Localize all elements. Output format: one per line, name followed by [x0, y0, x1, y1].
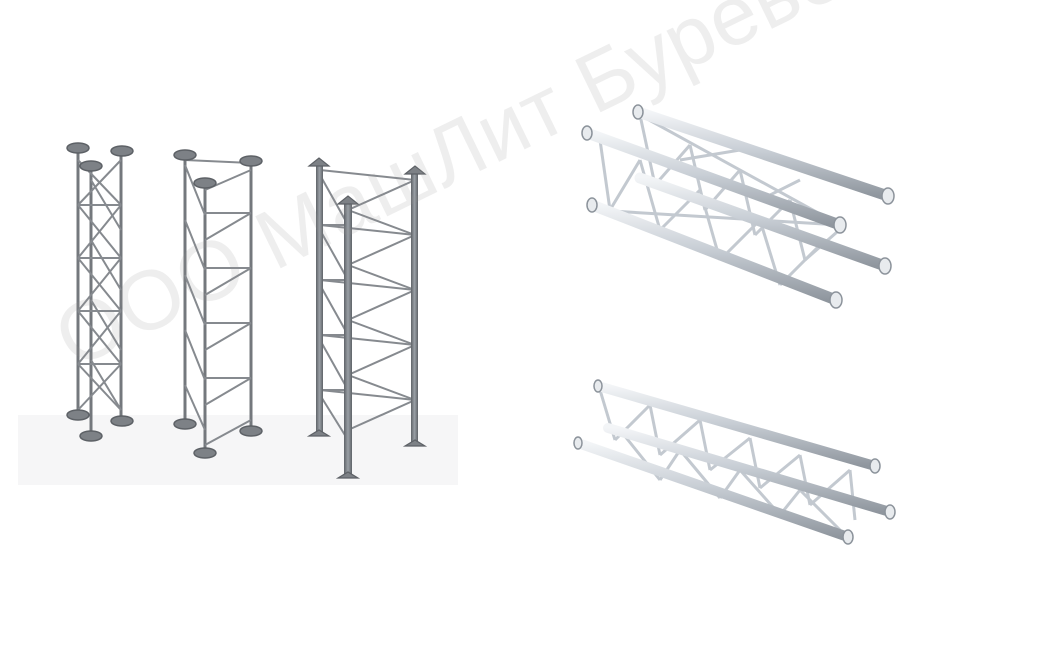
steel-tower-1 — [66, 142, 134, 442]
aluminum-square-truss — [581, 104, 895, 309]
steel-tower-3 — [306, 157, 428, 479]
floor-shadow — [18, 415, 458, 485]
aluminum-triangle-truss — [573, 379, 896, 545]
steel-tower-2 — [173, 149, 263, 459]
